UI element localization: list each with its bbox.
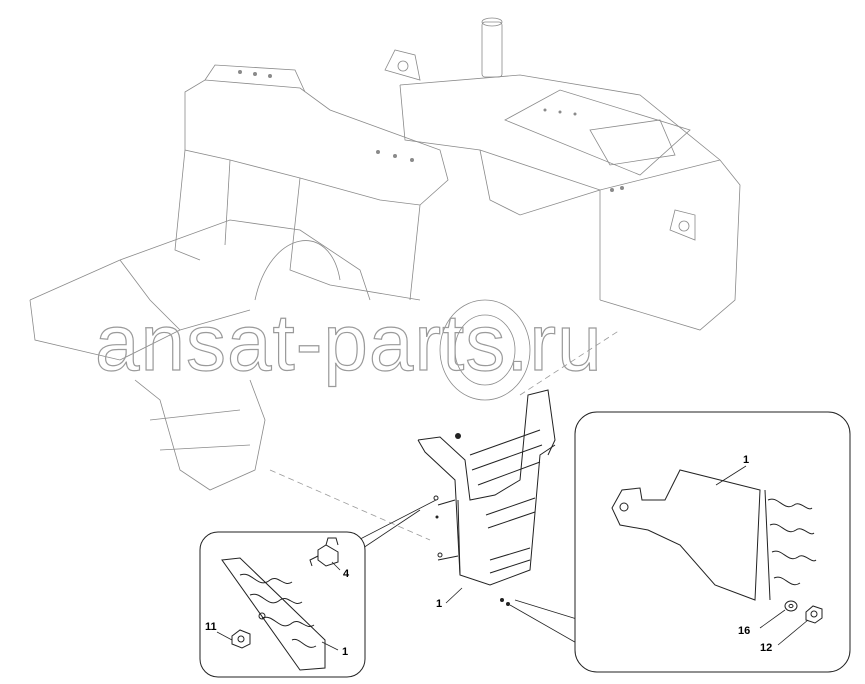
callout-bolt: 4: [343, 568, 350, 580]
nut-part: [805, 605, 823, 624]
callout-right-step: 1: [743, 454, 749, 466]
washer-part: [784, 600, 798, 612]
callout-left-step: 1: [342, 646, 348, 658]
watermark-text: ansat-parts.ru: [95, 298, 603, 387]
detail-view-bolt: [199, 531, 366, 678]
nut-part: [231, 629, 251, 649]
callout-main-step: 1: [436, 598, 442, 610]
bolt-holes: [238, 70, 624, 192]
step-assembly: [417, 389, 556, 606]
machine-frame: [29, 17, 741, 541]
bolt-head: [455, 433, 461, 439]
bolt-part: [309, 537, 339, 567]
callout-washer: 16: [738, 625, 750, 637]
callout-right-nut: 12: [760, 642, 772, 654]
callout-nut: 11: [205, 621, 217, 633]
detail-view-mount: [574, 411, 851, 673]
